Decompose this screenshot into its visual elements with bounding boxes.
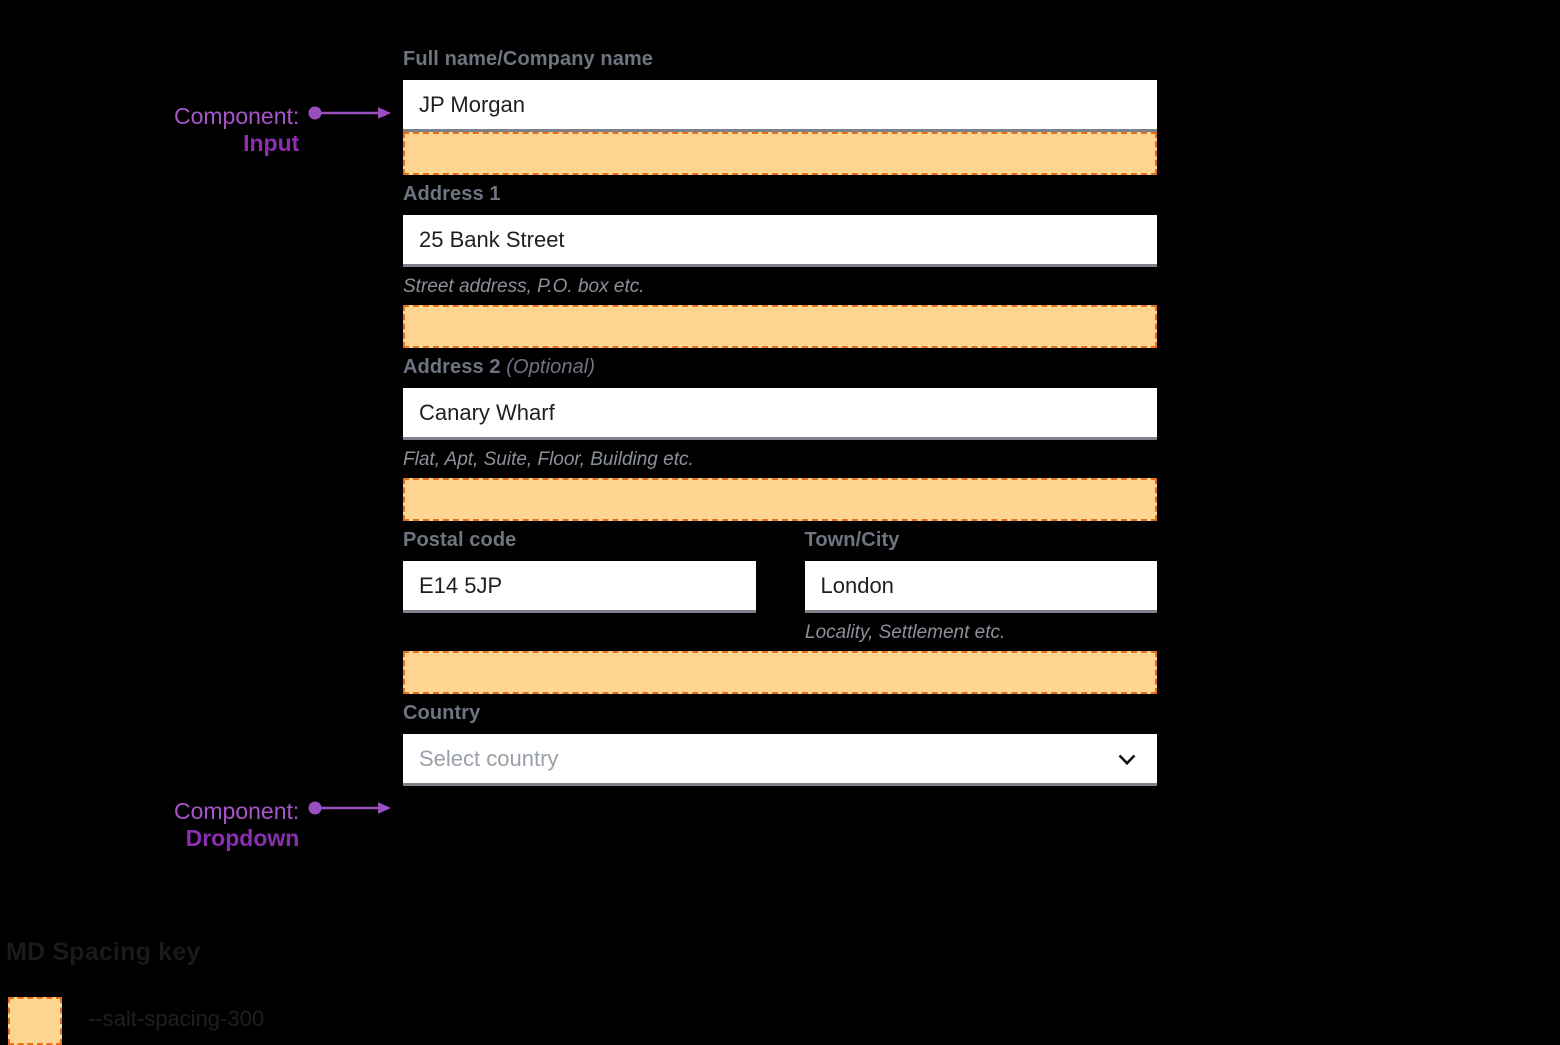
postal-code-field: Postal code E14 5JP — [403, 527, 756, 613]
address1-label-text: Address 1 — [403, 183, 501, 205]
country-placeholder: Select country — [419, 745, 559, 771]
legend-swatch-spacing-300 — [8, 997, 62, 1045]
town-city-field: Town/City London — [804, 527, 1157, 613]
postal-city-row: Postal code E14 5JP Town/City London — [403, 527, 1157, 613]
address2-input[interactable]: Canary Wharf — [403, 388, 1157, 440]
annotation-input-component: Input — [243, 129, 300, 156]
legend-title: MD Spacing key — [6, 938, 201, 966]
spacing-block — [403, 478, 1157, 521]
address-form: Full name/Company name JP Morgan Address… — [403, 46, 1157, 786]
address2-value: Canary Wharf — [419, 399, 555, 425]
annotation-dropdown-text: Component: Dropdown — [174, 799, 299, 851]
postal-code-label: Postal code — [403, 529, 517, 551]
spacing-block — [403, 305, 1157, 348]
address1-value: 25 Bank Street — [419, 226, 565, 252]
town-city-label: Town/City — [804, 529, 900, 551]
postal-code-value: E14 5JP — [419, 572, 503, 598]
country-label: Country — [403, 702, 481, 724]
full-name-input[interactable]: JP Morgan — [403, 80, 1157, 132]
address1-input[interactable]: 25 Bank Street — [403, 215, 1157, 267]
annotation-input: Component: Input — [174, 104, 392, 156]
annotation-dropdown: Component: Dropdown — [174, 799, 392, 851]
address2-optional-tag: (Optional) — [506, 356, 596, 378]
town-city-helper: Locality, Settlement etc. — [805, 622, 1006, 643]
address2-helper: Flat, Apt, Suite, Floor, Building etc. — [403, 449, 694, 470]
full-name-value: JP Morgan — [419, 91, 525, 117]
chevron-down-icon[interactable] — [1115, 747, 1139, 771]
country-dropdown[interactable]: Select country — [403, 734, 1157, 786]
annotation-arrow-icon — [308, 800, 392, 821]
address2-label: Address 2 (Optional) — [403, 354, 1157, 380]
full-name-label-text: Full name/Company name — [403, 48, 654, 70]
annotation-dropdown-component: Dropdown — [185, 824, 300, 851]
address2-label-text: Address 2 — [403, 356, 501, 378]
annotation-arrow-icon — [308, 105, 392, 126]
legend-token-spacing-300: --salt-spacing-300 — [88, 1006, 265, 1031]
annotation-input-text: Component: Input — [174, 104, 299, 156]
address1-helper: Street address, P.O. box etc. — [403, 276, 645, 297]
full-name-label: Full name/Company name — [403, 46, 1157, 72]
address1-label: Address 1 — [403, 181, 1157, 207]
spacing-block — [403, 132, 1157, 175]
spacing-block — [403, 651, 1157, 694]
town-city-value: London — [820, 572, 894, 598]
postal-code-input[interactable]: E14 5JP — [403, 561, 756, 613]
annotation-dropdown-lead: Component: — [174, 798, 300, 824]
annotation-input-lead: Component: — [174, 103, 300, 129]
town-city-input[interactable]: London — [804, 561, 1157, 613]
